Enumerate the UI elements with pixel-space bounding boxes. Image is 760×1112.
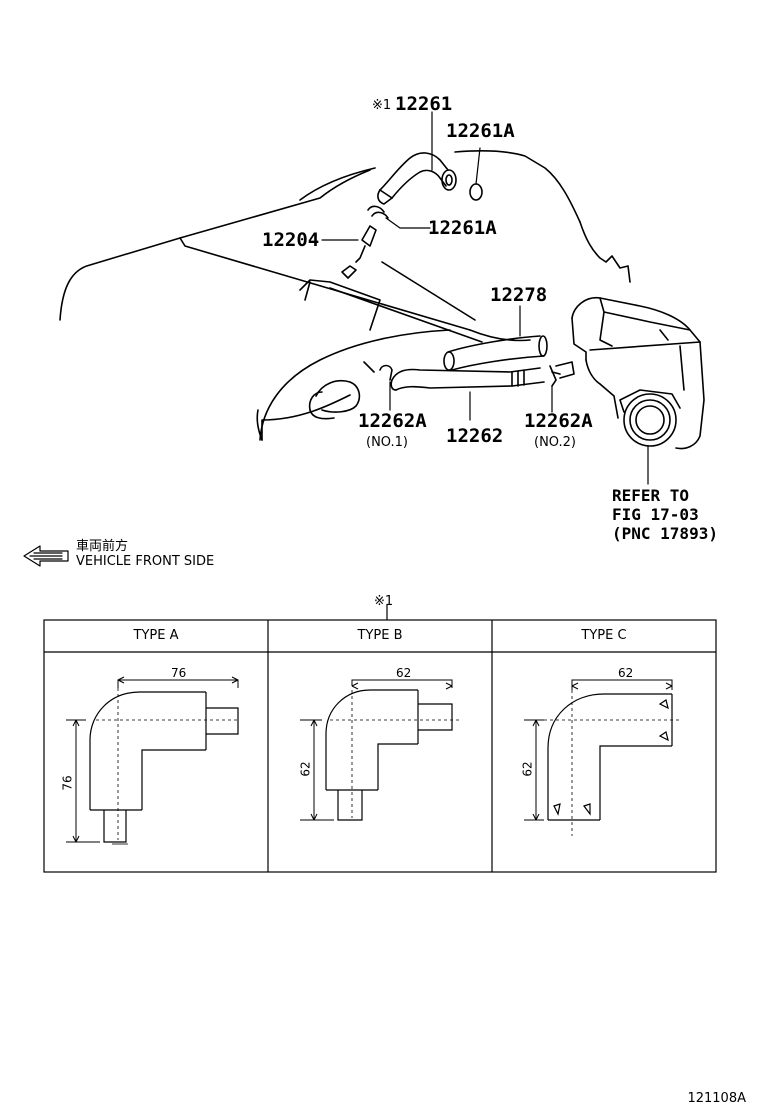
vehicle-front-japanese: 車両前方 (76, 539, 129, 554)
part-12262-label: 12262 (446, 425, 504, 447)
leader-lines (321, 111, 649, 485)
refer-note: REFER TO FIG 17-03 (PNC 17893) (612, 486, 718, 543)
vehicle-front-english: VEHICLE FRONT SIDE (76, 554, 215, 569)
detail-table (43, 604, 717, 873)
part-12278-label: 12278 (490, 284, 548, 306)
figure-code: 121108A (687, 1091, 746, 1106)
part-12261A-mid-label: 12261A (428, 217, 497, 239)
marker-1-label: ※1 (372, 98, 392, 113)
engine-outline (59, 150, 631, 441)
pcv-valve (341, 225, 377, 279)
type-b-header: TYPE B (357, 628, 403, 643)
part-12261-label: 12261 (395, 93, 453, 115)
type-a-elbow (66, 676, 239, 845)
type-b-vertical-dim: 62 (298, 761, 313, 777)
part-12261A-top-label: 12261A (446, 120, 515, 142)
front-arrow-icon (23, 545, 69, 567)
air-cleaner (555, 296, 705, 450)
hose-12262 (390, 367, 545, 391)
type-c-elbow (524, 679, 680, 836)
type-a-header: TYPE A (133, 628, 179, 643)
type-a-horizontal-dim: 76 (171, 666, 187, 680)
hose-12261 (377, 152, 457, 205)
type-b-horizontal-dim: 62 (396, 666, 412, 680)
clip-12262A (363, 361, 561, 387)
clip-12261A (367, 183, 483, 219)
type-b-elbow (300, 679, 462, 821)
type-c-header: TYPE C (581, 628, 627, 643)
detail-marker: ※1 (374, 594, 394, 609)
type-c-horizontal-dim: 62 (618, 666, 634, 680)
part-12262A-no2-sub: (NO.2) (534, 435, 576, 450)
part-12262A-no1-label: 12262A (358, 410, 427, 432)
part-12262A-no2-label: 12262A (524, 410, 593, 432)
type-a-vertical-dim: 76 (60, 775, 75, 791)
part-12204-label: 12204 (262, 229, 320, 251)
oil-cap (308, 380, 361, 420)
type-c-vertical-dim: 62 (520, 761, 535, 777)
part-12262A-no1-sub: (NO.1) (366, 435, 408, 450)
hose-12278 (443, 335, 548, 371)
